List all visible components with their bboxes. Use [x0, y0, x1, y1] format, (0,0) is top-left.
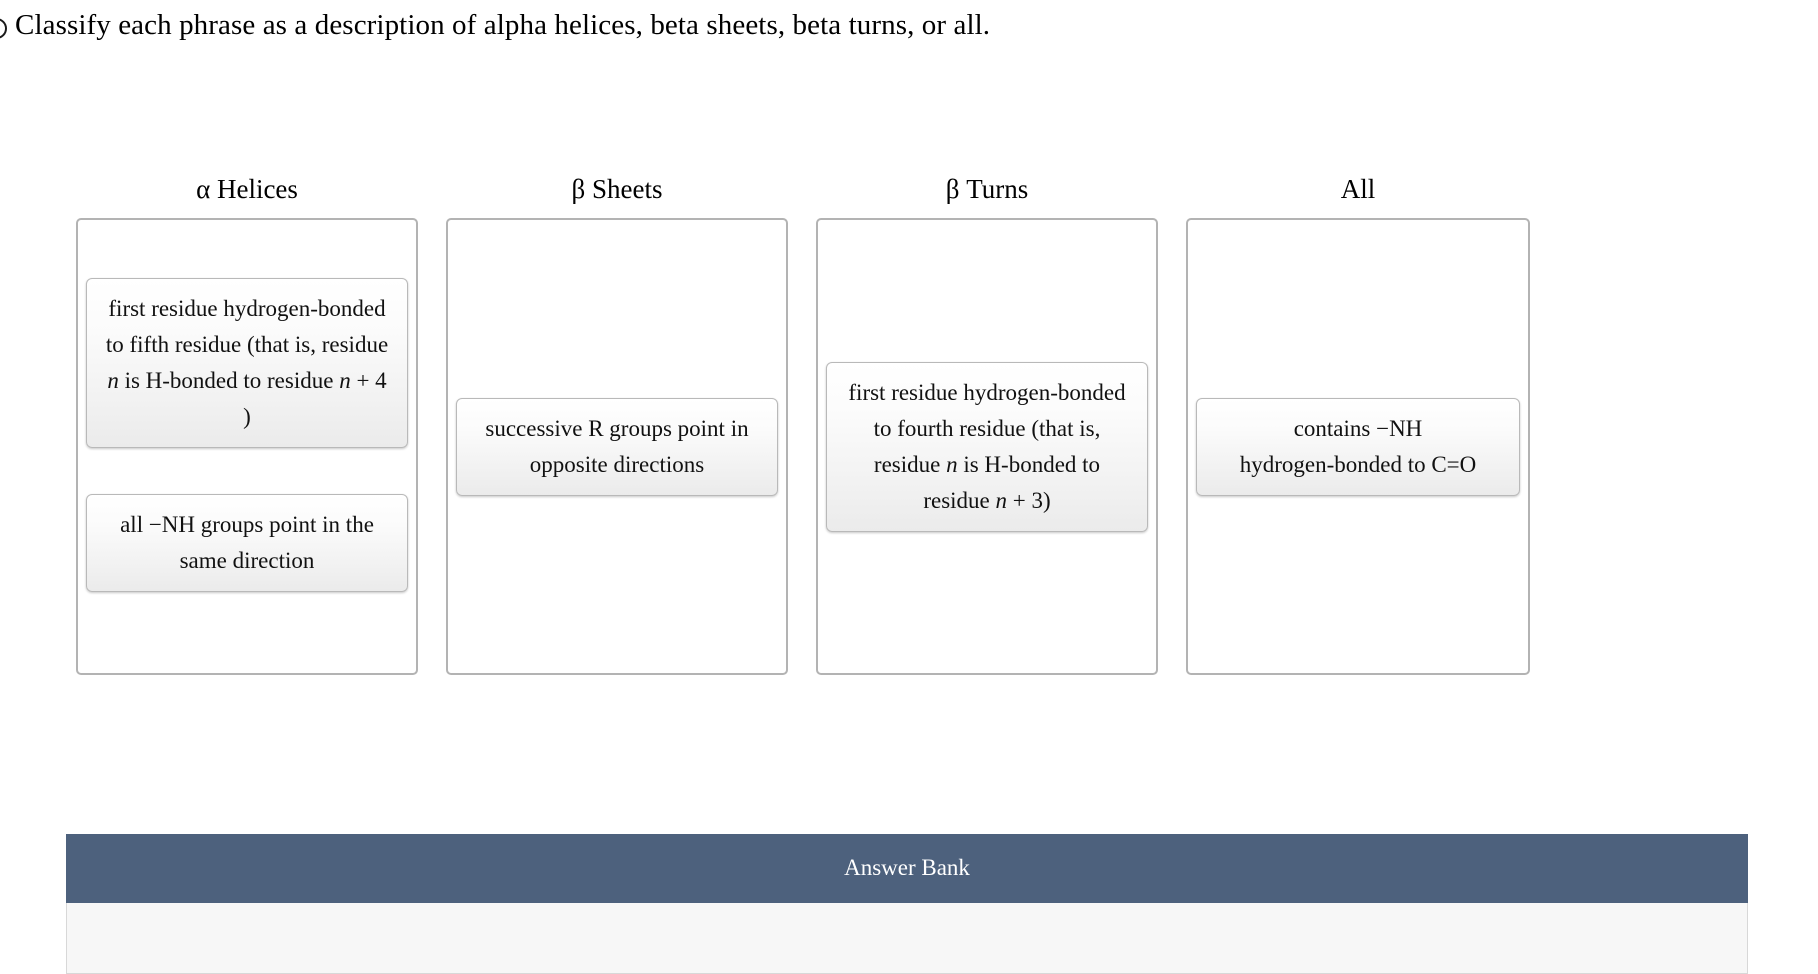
- variable-n: n: [946, 451, 958, 477]
- tile-contains-nh[interactable]: contains −NH hydrogen-bonded to C=O: [1196, 397, 1520, 496]
- dropzone-alpha-helices[interactable]: first residue hydrogen-bonded to fifth re…: [76, 218, 418, 675]
- tile-line: residue n + 3): [841, 483, 1133, 519]
- tile-text: all −NH groups point in the: [120, 512, 374, 537]
- tile-line: successive R groups point in: [471, 411, 763, 447]
- tile-line: first residue hydrogen-bonded: [101, 291, 393, 327]
- tile-spacer: [78, 448, 416, 494]
- tile-line: contains −NH: [1211, 411, 1505, 447]
- tile-text: residue: [923, 487, 996, 513]
- answer-bank-body[interactable]: [66, 903, 1748, 974]
- column-beta-sheets: β Sheets successive R groups point in oppo…: [446, 172, 788, 675]
- column-title-beta-turns: β Turns: [945, 174, 1029, 204]
- tile-text: + 4: [350, 368, 387, 393]
- column-title-alpha-helices: α Helices: [196, 174, 298, 204]
- tile-text: is H-bonded to: [957, 451, 1101, 477]
- tile-line: residue n is H-bonded to: [841, 447, 1133, 483]
- tile-line: to fifth residue (that is, residue: [101, 327, 393, 363]
- tile-successive-r-groups[interactable]: successive R groups point in opposite dir…: [456, 397, 778, 496]
- tile-text: to fourth residue (that is,: [873, 415, 1101, 441]
- classification-board: α Helices first residue hydrogen-bonded to…: [76, 172, 1748, 675]
- tile-text: opposite directions: [529, 451, 705, 477]
- tile-text: first residue hydrogen-bonded: [108, 296, 386, 321]
- tile-line: first residue hydrogen-bonded: [841, 375, 1133, 411]
- prompt-text: Classify each phrase as a description of…: [15, 9, 991, 41]
- tile-text: first residue hydrogen-bonded: [848, 379, 1126, 405]
- dropzone-beta-sheets[interactable]: successive R groups point in opposite dir…: [446, 218, 788, 675]
- dropzone-all[interactable]: contains −NH hydrogen-bonded to C=O: [1186, 218, 1530, 675]
- tile-n-plus-3[interactable]: first residue hydrogen-bonded to fourth r…: [826, 361, 1148, 532]
- column-title-all: All: [1340, 174, 1376, 204]
- tile-line: opposite directions: [471, 447, 763, 483]
- column-alpha-helices: α Helices first residue hydrogen-bonded to…: [76, 172, 418, 675]
- answer-bank: Answer Bank: [66, 834, 1748, 974]
- tile-line: n is H-bonded to residue n + 4: [101, 363, 393, 399]
- tile-text: + 3): [1007, 487, 1051, 513]
- tile-text: same direction: [179, 548, 315, 573]
- answer-bank-title: Answer Bank: [66, 834, 1748, 903]
- tile-text: hydrogen-bonded to C=O: [1239, 451, 1477, 477]
- tile-text: ): [243, 404, 251, 429]
- column-beta-turns: β Turns first residue hydrogen-bonded to f…: [816, 172, 1158, 675]
- tile-n-plus-4[interactable]: first residue hydrogen-bonded to fifth re…: [86, 278, 408, 448]
- tile-text: residue: [873, 451, 947, 477]
- tile-line: hydrogen-bonded to C=O: [1211, 447, 1505, 483]
- tile-line: ): [101, 399, 393, 435]
- column-all: All contains −NH hydrogen-bonded to C=O: [1186, 172, 1530, 675]
- tile-text: contains −NH: [1293, 415, 1423, 441]
- tile-nh-same-direction[interactable]: all −NH groups point in the same directio…: [86, 494, 408, 592]
- tile-text: successive R groups point in: [485, 415, 749, 441]
- dropzone-beta-turns[interactable]: first residue hydrogen-bonded to fourth r…: [816, 218, 1158, 675]
- tile-line: to fourth residue (that is,: [841, 411, 1133, 447]
- tile-line: same direction: [101, 543, 393, 579]
- variable-n: n: [339, 368, 351, 393]
- bullet-circle-icon: [0, 18, 7, 39]
- tile-line: all −NH groups point in the: [101, 507, 393, 543]
- variable-n: n: [107, 368, 119, 393]
- tile-text: is H-bonded to residue: [118, 368, 340, 393]
- prompt-row: Classify each phrase as a description of…: [0, 6, 1786, 44]
- column-title-beta-sheets: β Sheets: [571, 174, 663, 204]
- variable-n: n: [995, 487, 1008, 513]
- tile-text: to fifth residue (that is, residue: [105, 332, 389, 357]
